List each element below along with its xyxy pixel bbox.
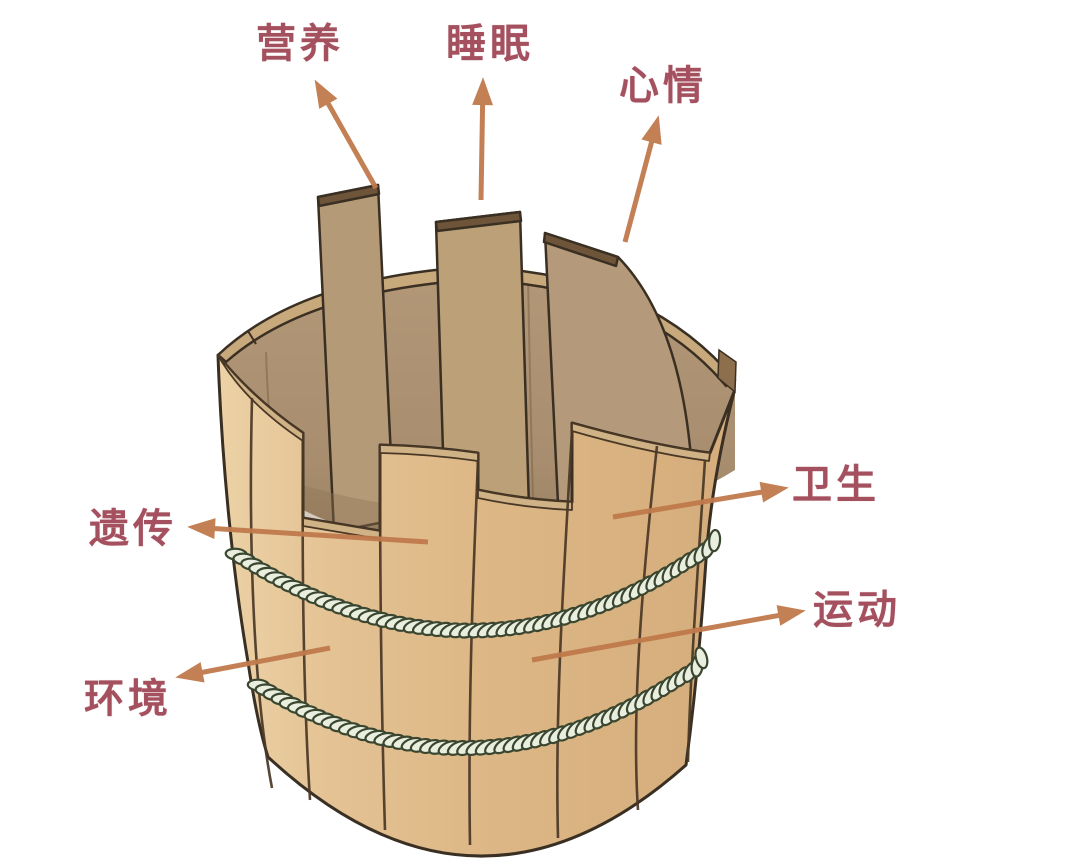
- label-environment: 环境: [84, 676, 172, 721]
- cap-low-stave: [477, 489, 573, 511]
- label-mood: 心情: [619, 63, 707, 108]
- label-hygiene: 卫生: [792, 462, 880, 507]
- rope-band-upper: [224, 528, 722, 639]
- rope-band-lower: [246, 646, 709, 757]
- tall-stave-nutrition: [316, 183, 396, 534]
- label-heredity: 遗传: [89, 506, 177, 551]
- label-exercise: 运动: [813, 587, 901, 632]
- rim-joint-line: [247, 330, 257, 345]
- arrow-heredity: [187, 518, 429, 545]
- arrows: [175, 77, 806, 683]
- arrow-sleep: [472, 77, 494, 201]
- cap-hygiene-stave: [571, 422, 711, 462]
- label-sleep: 睡眠: [446, 21, 534, 66]
- arrow-mood: [622, 115, 662, 243]
- arrow-hygiene: [612, 481, 789, 520]
- label-nutrition: 营养: [256, 21, 344, 66]
- arrow-nutrition: [314, 79, 379, 190]
- arrow-exercise: [531, 605, 806, 663]
- arrow-environment: [175, 645, 331, 683]
